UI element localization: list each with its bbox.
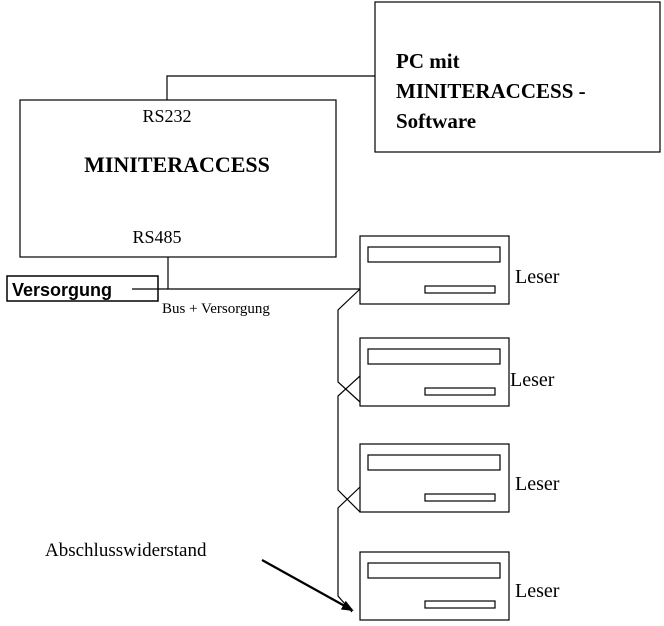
pc-label-line2: MINITERACCESS -: [396, 79, 586, 103]
controller-name: MINITERACCESS: [84, 152, 270, 177]
power-supply-label: Versorgung: [12, 280, 112, 300]
pc-label-line3: Software: [396, 109, 476, 133]
reader-card-slot: [424, 387, 496, 396]
controller-box: [19, 99, 337, 258]
reader-display: [367, 562, 501, 579]
reader-2: Leser: [359, 337, 555, 407]
chain-wire-a: [337, 288, 361, 403]
reader-label: Leser: [510, 369, 555, 391]
rs232-port-label: RS232: [142, 106, 191, 126]
reader-housing: [359, 551, 510, 621]
chain-wire-c: [337, 486, 361, 613]
terminator-label: Abschlusswiderstand: [45, 540, 207, 561]
terminator-arrow: [261, 559, 354, 611]
reader-display: [367, 348, 501, 365]
reader-label: Leser: [515, 266, 560, 288]
reader-card-slot: [424, 493, 496, 502]
pc-box: [374, 1, 661, 153]
reader-housing: [359, 443, 510, 513]
reader-card-slot: [424, 600, 496, 609]
reader-display: [367, 454, 501, 471]
reader-housing: [359, 235, 510, 305]
rs232-cable: [166, 75, 375, 100]
bus-label: Bus + Versorgung: [162, 301, 270, 317]
reader-4: Leser: [359, 551, 560, 621]
reader-label: Leser: [515, 580, 560, 602]
reader-housing: [359, 337, 510, 407]
pc-label-line1: PC mit: [396, 49, 460, 73]
reader-display: [367, 246, 501, 263]
reader-3: Leser: [359, 443, 560, 513]
chain-wire-b: [337, 375, 361, 513]
reader-card-slot: [424, 285, 496, 294]
bus-cable: [167, 257, 360, 290]
reader-1: Leser: [359, 235, 560, 305]
reader-label: Leser: [515, 473, 560, 495]
rs485-port-label: RS485: [132, 227, 181, 247]
